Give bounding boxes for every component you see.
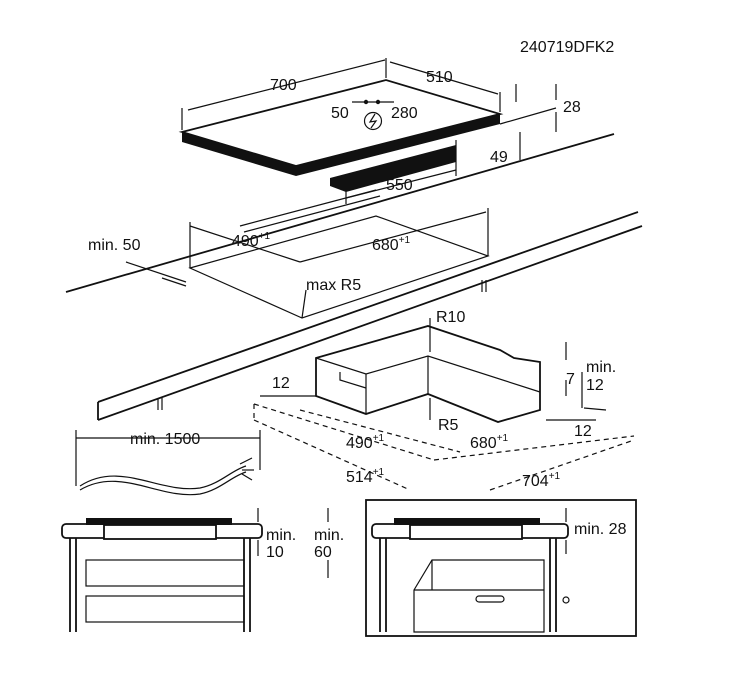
oven-frame-box bbox=[365, 499, 637, 637]
dim-drawer-gap-b: 60 bbox=[314, 544, 332, 561]
oven-installation: min. 28 bbox=[365, 499, 637, 637]
cutout-outline bbox=[188, 215, 490, 319]
dim-hob-depth: 510 bbox=[426, 69, 453, 86]
power-connection-icon bbox=[363, 111, 383, 131]
dim-drawer-gap-a: 10 bbox=[266, 544, 284, 561]
dim-frame-outer-radius: R10 bbox=[436, 309, 465, 326]
dim-frame-gap-left: 12 bbox=[272, 375, 290, 392]
dim-cutout-depth: 490+1 bbox=[232, 231, 271, 250]
dim-hob-under-height: 49 bbox=[490, 149, 508, 166]
dim-frame-lip-offset: 12 bbox=[586, 377, 604, 394]
dim-line-700 bbox=[187, 59, 386, 111]
drawer-installation: min. 10 min. 60 bbox=[61, 508, 344, 632]
dim-cable-offset-a: 50 bbox=[331, 105, 349, 122]
dim-cutout-min-edge: min. 50 bbox=[88, 237, 141, 254]
dim-hob-width: 700 bbox=[270, 77, 297, 94]
dim-drawer-min-a: min. bbox=[266, 527, 296, 544]
dim-cable-length: min. 1500 bbox=[130, 431, 200, 448]
dim-frame-min-label: min. bbox=[586, 359, 616, 376]
dim-cutout-width: 680+1 bbox=[372, 235, 411, 254]
dim-frame-outer-depth: 514+1 bbox=[346, 467, 385, 486]
dim-frame-inner-depth: 490+1 bbox=[346, 433, 385, 452]
dim-hob-under-width: 550 bbox=[386, 177, 413, 194]
hob-front-edge bbox=[182, 132, 296, 176]
dim-frame-inner-radius: R5 bbox=[438, 417, 459, 434]
dim-oven-min-gap: min. 28 bbox=[574, 521, 627, 538]
dim-cable-offset-b: 280 bbox=[391, 105, 418, 122]
cable-illustration: min. 1500 bbox=[75, 430, 261, 496]
hob-side-edge bbox=[296, 114, 500, 176]
dim-cutout-radius: max R5 bbox=[306, 277, 361, 294]
dim-frame-inner-width: 680+1 bbox=[470, 433, 509, 452]
dim-hob-thickness: 28 bbox=[563, 99, 581, 116]
dim-frame-gap-right: 12 bbox=[574, 423, 592, 440]
dim-frame-lip-height: 7 bbox=[566, 371, 575, 388]
worktop-back-edge bbox=[65, 133, 615, 293]
hob-illustration: 700 510 50 280 28 49 550 bbox=[178, 58, 581, 204]
dim-drawer-min-b: min. bbox=[314, 527, 344, 544]
worktop-cutout: min. 50 490+1 680+1 max R5 bbox=[65, 133, 643, 421]
frame-detail: R10 R5 12 490+1 680+1 514+1 704+1 12 min… bbox=[253, 309, 635, 491]
dim-frame-outer-width: 704+1 bbox=[522, 471, 561, 490]
hob-underbody bbox=[330, 145, 456, 192]
drawing-code: 240719DFK2 bbox=[520, 39, 614, 56]
